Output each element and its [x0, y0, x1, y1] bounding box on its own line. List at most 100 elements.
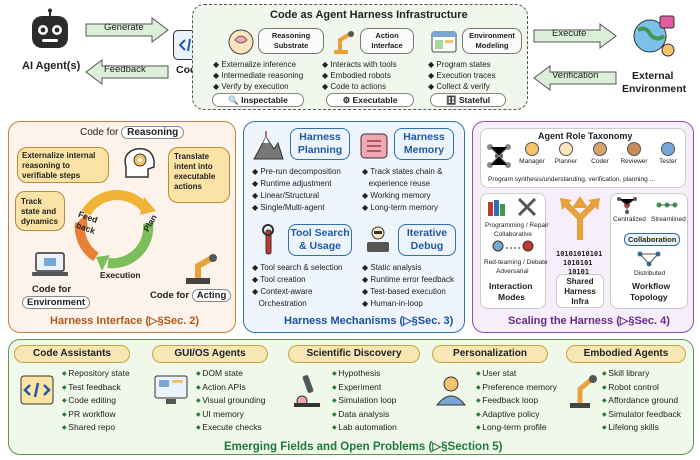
roles-caption: Program synthesis/understanding, verific… — [488, 176, 655, 183]
bubble-line: intent into — [174, 162, 213, 171]
list-item: Visual grounding — [196, 394, 265, 408]
robot-arm-embodied-icon — [566, 371, 602, 409]
list-item: Experiment — [332, 381, 397, 395]
mode-adversarial: Adversarial — [496, 268, 529, 275]
card-list: DOM state Action APIs Visual grounding U… — [196, 367, 265, 435]
list-item: Adaptive policy — [476, 408, 557, 422]
list-item: ◆ Tool creation — [252, 275, 306, 284]
list-item: Orchestration — [258, 299, 307, 308]
tools-icon — [516, 196, 538, 218]
binary-line-3: 10101 — [568, 268, 590, 276]
feedback-arrow — [85, 59, 169, 85]
robot-arm-icon — [330, 28, 358, 56]
topology-title-2: Topology — [630, 292, 668, 302]
person-icon — [559, 142, 573, 156]
team-network-icon — [484, 141, 514, 171]
list-item: Affordance ground — [602, 394, 681, 408]
infra-line: Harness — [564, 287, 596, 296]
robot-arm-acting-icon — [182, 250, 222, 286]
topology-title-1: Workflow — [632, 281, 671, 291]
list-item: Lifelong skills — [602, 421, 681, 435]
list-item: Data analysis — [332, 408, 397, 422]
pill-line: Memory — [403, 144, 445, 156]
pill-line: Planning — [297, 144, 343, 156]
list-item: Shared repo — [62, 421, 130, 435]
list-item: Skill library — [602, 367, 681, 381]
infra-title: Code as Agent Harness Infrastructure — [270, 9, 468, 21]
ai-agent-brain-icon — [26, 8, 74, 56]
harness-memory-pill: Harness Memory — [394, 128, 454, 160]
card-title: Code Assistants — [14, 345, 130, 363]
environment-modeling-line1: Environment — [469, 31, 515, 40]
centralized-graph-icon — [616, 196, 638, 214]
list-item: ◆ Execution traces — [428, 71, 496, 80]
gui-os-agents-card: GUI/OS Agents DOM state Action APIs Visu… — [152, 345, 282, 437]
list-item: ◆ Track states chain & — [362, 167, 443, 176]
reasoning-substrate-line1: Reasoning — [271, 31, 311, 40]
role-taxonomy-box — [480, 128, 686, 188]
list-item: Action APIs — [196, 381, 265, 395]
list-item: Hypothesis — [332, 367, 397, 381]
iterative-debug-pill: Iterative Debug — [398, 224, 456, 256]
environment-modeling-list: ◆ Program states ◆ Execution traces ◆ Co… — [428, 59, 496, 92]
scientific-discovery-card: Scientific Discovery Hypothesis Experime… — [288, 345, 428, 437]
card-list: Hypothesis Experiment Simulation loop Da… — [332, 367, 397, 435]
bubble-line: dynamics — [21, 217, 58, 226]
list-item: Repository state — [62, 367, 129, 381]
tool-wrench-icon — [252, 224, 284, 256]
infra-line: Infra — [571, 297, 589, 306]
brain-gear-icon — [118, 143, 160, 183]
list-item: ◆ Context-aware — [252, 287, 313, 296]
person-icon — [593, 142, 607, 156]
environment-label-line2: Environment — [622, 83, 687, 95]
list-item: ◆ Test-based execution — [362, 287, 446, 296]
mountain-icon — [252, 131, 284, 161]
execute-arrow — [533, 23, 617, 49]
list-item: ◆ Embodied robots — [322, 71, 391, 80]
reasoning-title: Code for Reasoning — [80, 126, 185, 139]
infra-line: Shared — [566, 277, 594, 286]
pill-line: Debug — [410, 240, 444, 252]
execute-label: Execute — [552, 28, 587, 39]
bubble-line: Track — [21, 197, 42, 206]
shared-infra-box: Shared Harness Infra — [556, 274, 604, 308]
verification-arrow — [533, 65, 617, 91]
acting-title: Code for Acting — [150, 289, 232, 302]
pill-line: Iterative — [406, 227, 448, 239]
harness-planning-list: ◆ Pre-run decomposition ◆ Runtime adjust… — [252, 166, 341, 214]
list-item: UI memory — [196, 408, 265, 422]
taxonomy-title: Agent Role Taxonomy — [538, 131, 633, 141]
list-item: ◆ Verify by execution — [213, 82, 289, 91]
list-item: ◆ Code to actions — [322, 82, 386, 91]
list-item: Execute checks — [196, 421, 265, 435]
bubble-line: actions — [174, 182, 203, 191]
pill-line: Harness — [299, 131, 341, 143]
role-reviewer: Reviewer — [618, 142, 650, 174]
list-item: ◆ Long-term memory — [362, 203, 438, 212]
harness-planning-pill: Harness Planning — [290, 128, 350, 160]
microscope-icon — [288, 371, 326, 409]
environment-modeling-pill: Environment Modeling — [462, 28, 522, 54]
bubble-line: state and — [21, 207, 57, 216]
tool-search-list: ◆ Tool search & selection ◆ Tool creatio… — [252, 262, 343, 310]
harness-mechanisms-footer: Harness Mechanisms (▷§Sec. 3) — [284, 315, 454, 327]
topology-streamlined: Streamlined — [651, 216, 686, 223]
distributed-graph-icon — [636, 250, 662, 268]
reasoning-substrate-line2: Substrate — [273, 41, 309, 50]
developer-laptop-icon — [362, 224, 394, 256]
track-bubble: Track state and dynamics — [15, 191, 65, 231]
list-item: Robot control — [602, 381, 681, 395]
ai-agent-label: AI Agent(s) — [22, 60, 81, 72]
list-item: ◆ Runtime adjustment — [252, 179, 332, 188]
topology-centralized: Centralized — [613, 216, 646, 223]
list-item: ◆ Static analysis — [362, 263, 422, 272]
list-item: DOM state — [196, 367, 265, 381]
streamlined-graph-icon — [656, 196, 678, 214]
list-item: Feedback loop — [476, 394, 557, 408]
list-item: ◆ Single/Multi-agent — [252, 203, 325, 212]
card-list: User stat Preference memory Feedback loo… — [476, 367, 557, 435]
stateful-badge: 🗄 Stateful — [430, 93, 506, 107]
browser-window-icon — [430, 28, 458, 56]
workflow-topology-box — [610, 193, 688, 309]
globe-environment-icon — [628, 10, 678, 60]
